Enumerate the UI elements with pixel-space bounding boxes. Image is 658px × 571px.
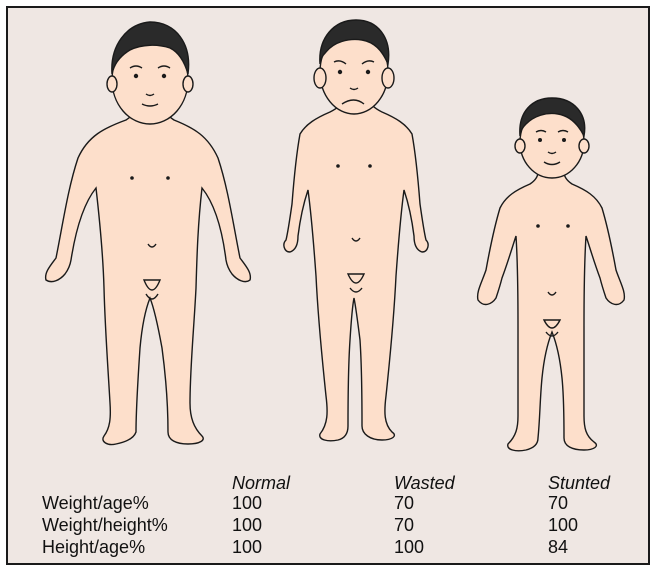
figure-frame: Normal Wasted Stunted Weight/age% 100 70…: [6, 6, 650, 565]
cell-weight-age-normal: 100: [232, 494, 262, 512]
cell-weight-age-wasted: 70: [394, 494, 414, 512]
cell-weight-height-wasted: 70: [394, 516, 414, 534]
row-label-height-age: Height/age%: [42, 538, 145, 556]
cell-height-age-stunted: 84: [548, 538, 568, 556]
wasted-child-figure: [284, 20, 428, 441]
row-label-weight-age: Weight/age%: [42, 494, 149, 512]
stunted-child-figure: [478, 98, 625, 451]
cell-weight-height-stunted: 100: [548, 516, 578, 534]
row-label-weight-height: Weight/height%: [42, 516, 168, 534]
cell-height-age-normal: 100: [232, 538, 262, 556]
normal-body: [46, 108, 251, 445]
wasted-body: [284, 100, 428, 441]
cell-height-age-wasted: 100: [394, 538, 424, 556]
cell-weight-age-stunted: 70: [548, 494, 568, 512]
stunted-body: [478, 172, 625, 451]
column-header-normal: Normal: [232, 474, 290, 492]
normal-child-figure: [46, 22, 251, 445]
column-header-wasted: Wasted: [394, 474, 455, 492]
column-header-stunted: Stunted: [548, 474, 610, 492]
cell-weight-height-normal: 100: [232, 516, 262, 534]
